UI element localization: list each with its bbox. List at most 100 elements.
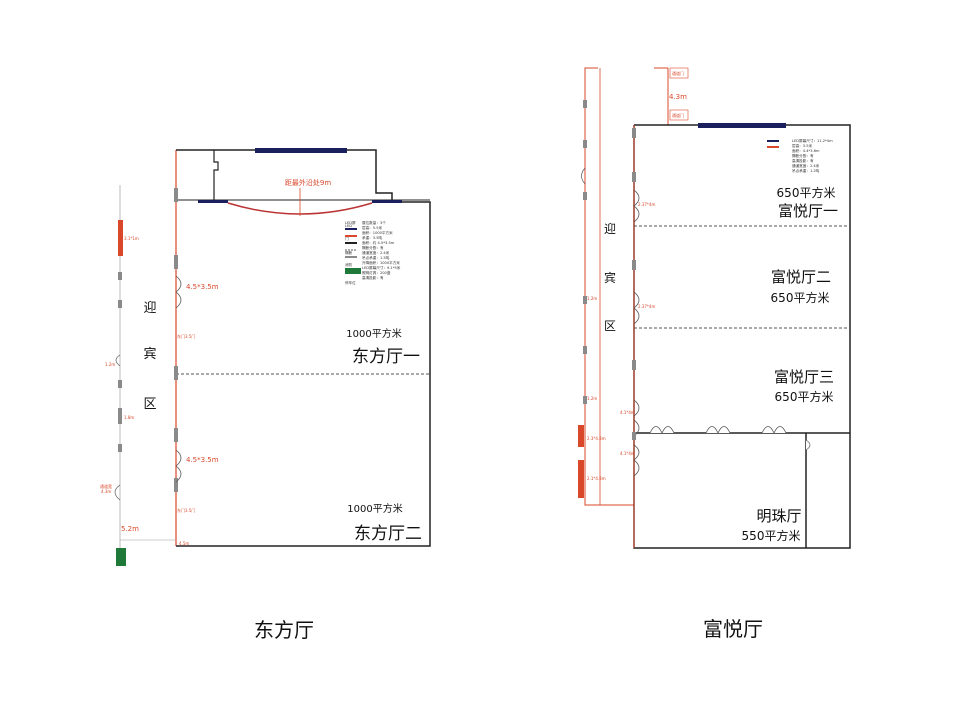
east-legend-item: 高清投影：有 [362,275,384,280]
east-legend-item: 隔断分割：有 [362,245,384,250]
fuyue-legend-item: 吊点承重：1.2吨 [792,168,820,173]
fuyue-small-label: 2.37*4m [638,304,655,309]
fuyue-column [632,432,636,440]
fuyue-corridor-post [583,346,587,354]
east-corridor-post [118,272,122,280]
fuyue-room-area: 650平方米 [771,290,830,305]
fuyue-fire-box [578,425,584,447]
fuyue-entry-label: 通道门 [672,112,684,118]
east-small-label: 1.8m [124,415,134,420]
east-legend-wall-swatch [345,242,357,244]
east-notch-wall [213,150,219,200]
fuyue-corridor-post [583,296,587,304]
east-room-area: 1000平方米 [347,502,402,515]
fuyue-column [632,260,636,270]
east-small-label: 东门3.5门 [177,333,195,339]
fuyue-room-name: 富悦厅三 [774,368,834,386]
east-legend-item: 层高：5.5米 [362,225,382,230]
east-small-label: 东门3.5门 [177,507,195,513]
fuyue-corridor-post [583,100,587,108]
fuyue-legend: LED屏幕尺寸：11.2*4m 层高：3.5米 面积：4.4*3.6m 隔断分割… [767,138,833,173]
fuyue-small-label: 2.1*4.8m [587,476,606,481]
fuyue-corridor-outer [584,67,634,506]
east-legend-item: 面积：1000平方米 [362,230,393,235]
fuyue-pearl-door [805,439,811,451]
fuyue-room-area: 650平方米 [775,389,834,404]
east-legend-mark: LED [345,224,352,228]
east-legend-door-swatch [345,235,357,237]
east-legend-item: LED屏幕尺寸：9.1*5米 [362,265,401,270]
east-column [174,188,178,202]
east-column [174,428,178,442]
east-legend-item: 面积：约 4.5*3.5m [362,240,395,245]
fuyue-reception-char: 区 [604,319,616,333]
fuyue-led-screen [698,123,786,128]
east-legend-item: 通道宽度：2.4米 [362,250,390,255]
east-legend-item: 吊点承重：1.5吨 [362,255,390,260]
east-door-arc [175,275,182,309]
fuyue-room-area: 650平方米 [777,185,836,200]
east-legend-gray-swatch [345,256,357,258]
east-legend-title: LED屏 [345,221,356,225]
fuyue-small-label: 2.37*4m [638,202,655,207]
fuyue-door-dim: 4.1*4m [620,410,635,415]
east-corridor-post [118,300,122,308]
east-reception-char: 迎 [143,301,156,316]
east-legend-mark: 门 [345,236,349,241]
fuyue-room-name: 富悦厅二 [771,268,831,286]
fuyue-reception-char: 迎 [604,222,616,236]
east-reception-char: 宾 [143,346,156,362]
east-corridor-door [114,484,121,501]
east-led-small-right [372,200,402,203]
east-legend-mark: 消防 [345,262,353,267]
fuyue-room-name: 富悦厅一 [778,202,838,220]
east-corridor-post [118,408,122,424]
east-small-label: 通道宽 [100,483,112,489]
east-outer-wall [176,149,431,547]
east-reception-char: 区 [143,397,156,412]
fuyue-corridor-post [583,396,587,404]
east-door-dim: 4.5*3.5m [186,456,219,464]
east-corridor-door [115,354,121,367]
fuyue-legend-item: LED屏幕尺寸：11.2*4m [792,138,833,143]
east-legend-mark: 隔断 [345,250,353,255]
fuyue-column [632,128,636,138]
fuyue-entry-door [669,109,689,121]
fuyue-legend-item: 面积：4.4*3.6m [792,148,820,153]
east-legend-item: 承重：3.5吨 [362,235,382,240]
fuyue-corridor-post [583,192,587,200]
fuyue-legend-led-swatch [767,140,779,142]
east-small-label: 4.3m [101,489,111,494]
fuyue-legend-item: 通道宽度：2.4米 [792,163,820,168]
east-column [174,478,178,492]
fuyue-small-label: 1.2m [587,396,597,401]
east-led-screen [255,148,347,153]
east-room-name: 东方厅二 [354,524,422,544]
east-legend-led-swatch [345,228,357,230]
east-small-label: 3.1*1m [124,236,139,241]
east-room-name: 东方厅一 [352,347,420,367]
fuyue-small-label: 1.2m [587,296,597,301]
east-column [174,255,178,269]
east-legend-item: 展位数量：3个 [362,220,386,225]
east-legend-mark: 停车位 [345,280,356,285]
east-door-arc [175,449,182,483]
fuyue-door-arc [649,426,675,434]
fuyue-caption: 富悦厅 [703,617,763,641]
east-fire-box [118,220,123,256]
fuyue-door-arc [705,426,731,434]
fuyue-legend-door-swatch [767,146,779,148]
east-caption: 东方厅 [254,618,314,642]
east-hall-plan: 距最外沿处9m 4.5*3.5m 4.5*3.5m 5.2m 3.1*1m 1.… [100,148,431,566]
fuyue-door-dim: 4.1*4m [620,451,635,456]
fuyue-corridor-door [581,167,586,185]
fuyue-legend-item: 层高：3.5米 [792,143,812,148]
east-small-label: 4.5m [179,541,189,546]
fuyue-left-door [633,189,640,223]
fuyue-legend-item: 高清投影：有 [792,158,814,163]
fuyue-corridor-post [583,140,587,148]
east-green-exit [116,548,126,566]
fuyue-entry-door [669,67,689,79]
east-distance-label: 5.2m [121,525,139,533]
fuyue-hall-plan: 通道门 通道门 4.3m [578,67,851,549]
